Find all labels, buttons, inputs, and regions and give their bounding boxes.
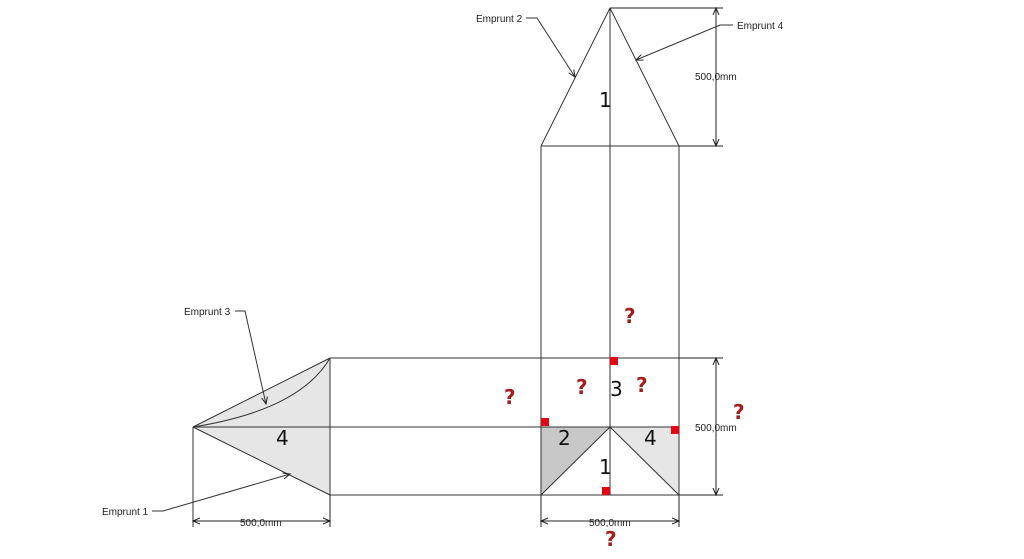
- dimension-right-label: 500,0mm: [695, 423, 737, 434]
- callout-emprunt-4: Emprunt 4: [737, 21, 784, 32]
- dimension-bottom: [541, 495, 679, 527]
- face-number-top-triangle: 1: [599, 88, 612, 112]
- face-number-bottom-dark: 2: [558, 426, 571, 450]
- dimension-top: [610, 8, 723, 146]
- question-mark-middle-right: ?: [636, 373, 648, 397]
- callout-emprunt-3: Emprunt 3: [184, 307, 231, 318]
- vertical-tower: [540, 7, 680, 495]
- face-number-bottom-right: 4: [644, 426, 657, 450]
- question-mark-left: ?: [504, 385, 516, 409]
- marker-center-top: [610, 357, 618, 365]
- callout-emprunt-3-leader: [235, 310, 266, 404]
- horizontal-band: [192, 357, 679, 527]
- callout-emprunt-2-leader: [526, 17, 575, 77]
- callout-emprunt-4-leader: [636, 24, 733, 60]
- face-number-left-triangle: 4: [276, 426, 289, 450]
- marker-left-band: [541, 418, 549, 426]
- question-mark-right: ?: [733, 400, 745, 424]
- marker-bottom-center: [602, 487, 610, 495]
- face-number-center-top: 3: [610, 377, 623, 401]
- marker-right-band: [671, 426, 679, 434]
- dimension-top-label: 500,0mm: [695, 72, 737, 83]
- dimension-left-label: 500,0mm: [240, 518, 282, 529]
- callout-emprunt-2: Emprunt 2: [476, 14, 523, 25]
- bottom-diagonals: [540, 426, 680, 496]
- dimension-left: [193, 495, 330, 527]
- dimension-right: [679, 358, 723, 495]
- question-mark-middle-left: ?: [576, 375, 588, 399]
- question-mark-bottom: ?: [605, 527, 617, 551]
- callout-emprunt-1-leader: [152, 474, 290, 512]
- callout-emprunt-1: Emprunt 1: [102, 507, 149, 518]
- face-number-bottom-center: 1: [599, 455, 612, 479]
- dimension-bottom-label: 500,0mm: [589, 518, 631, 529]
- question-mark-upper: ?: [624, 304, 636, 328]
